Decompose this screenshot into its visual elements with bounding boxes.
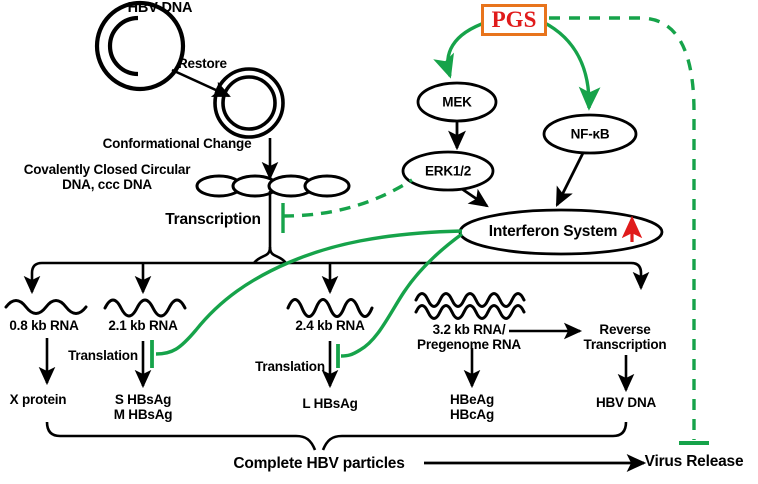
rna-08kb-icon xyxy=(4,299,88,315)
m-hbsag-label: M HBsAg xyxy=(113,407,173,422)
l-hbsag-label: L HBsAg xyxy=(302,396,358,411)
bottom-bracket-join-right xyxy=(321,434,343,451)
rna-32kb-label-line2: Pregenome RNA xyxy=(417,337,521,352)
bottom-bracket-join-left xyxy=(295,434,317,451)
translation-21kb-label: Translation xyxy=(68,348,138,363)
transcription-bus xyxy=(30,261,643,290)
reverse-transcription-label-line1: Reverse xyxy=(599,322,651,337)
rna-32kb-icon-row2 xyxy=(414,304,526,320)
pgs-label: PGS xyxy=(491,7,537,32)
rna-21kb-icon xyxy=(103,298,187,318)
ccc-dna-icon xyxy=(195,174,351,198)
hbv-dna-top-label: HBV DNA xyxy=(127,0,193,16)
erk-ellipse xyxy=(401,150,495,192)
pgs-to-nfkb-arrow xyxy=(542,20,601,111)
restore-arrow xyxy=(171,68,231,98)
rna-08kb-label: 0.8 kb RNA xyxy=(9,318,79,333)
mek-label: MEK xyxy=(442,94,472,110)
rna-24kb-icon xyxy=(286,298,374,318)
bottom-bracket-left xyxy=(45,421,296,438)
erk-to-transcription-inhibition-line xyxy=(282,178,413,218)
transcription-label: Transcription xyxy=(165,211,261,228)
hbv-dna-circle-icon xyxy=(94,0,186,92)
pgs-box: PGS xyxy=(481,4,547,36)
transcription-fan-right xyxy=(268,246,288,264)
hbcag-label: HBcAg xyxy=(449,407,495,422)
rna-32kb-icon-row1 xyxy=(414,292,526,308)
virus-release-label: Virus Release xyxy=(644,453,744,470)
ccc-dna-label-line2: DNA, ccc DNA xyxy=(62,177,152,192)
pgs-to-virus-release-inhibition-line xyxy=(549,16,696,440)
nfkb-ellipse xyxy=(542,113,638,155)
rna-32kb-label-line1: 3.2 kb RNA/ xyxy=(432,322,506,337)
restore-label: Restore xyxy=(178,56,227,71)
translation-24kb-label: Translation xyxy=(255,359,325,374)
conformational-change-label: Conformational Change xyxy=(102,136,252,151)
erk-label: ERK1/2 xyxy=(424,163,472,179)
hbeag-label: HBeAg xyxy=(449,392,495,407)
transcription-fan-left xyxy=(252,246,272,264)
rna-21kb-label: 2.1 kb RNA xyxy=(108,318,178,333)
interferon-to-24kb-translation-inhibition-line xyxy=(340,232,464,358)
rna-24kb-label: 2.4 kb RNA xyxy=(295,318,365,333)
x-protein-label: X protein xyxy=(9,392,67,407)
interferon-to-21kb-translation-inhibition-line xyxy=(155,229,463,356)
pgs-to-mek-arrow xyxy=(433,20,488,79)
s-hbsag-label: S HBsAg xyxy=(114,392,172,407)
ccc-dna-label-line1: Covalently Closed Circular xyxy=(23,162,191,177)
arrow-erk-to-interferon xyxy=(461,187,489,208)
hbv-dna-bottom-label: HBV DNA xyxy=(595,395,657,410)
complete-hbv-particles-label: Complete HBV particles xyxy=(233,455,405,472)
rcdna-circle-icon xyxy=(213,67,285,139)
interferon-system-label: Interferon System xyxy=(488,223,618,240)
nfkb-label: NF-κB xyxy=(570,126,610,142)
arrow-nfkb-to-interferon xyxy=(555,152,585,208)
bottom-bracket-right xyxy=(342,421,628,438)
reverse-transcription-label-line2: Transcription xyxy=(583,337,667,352)
